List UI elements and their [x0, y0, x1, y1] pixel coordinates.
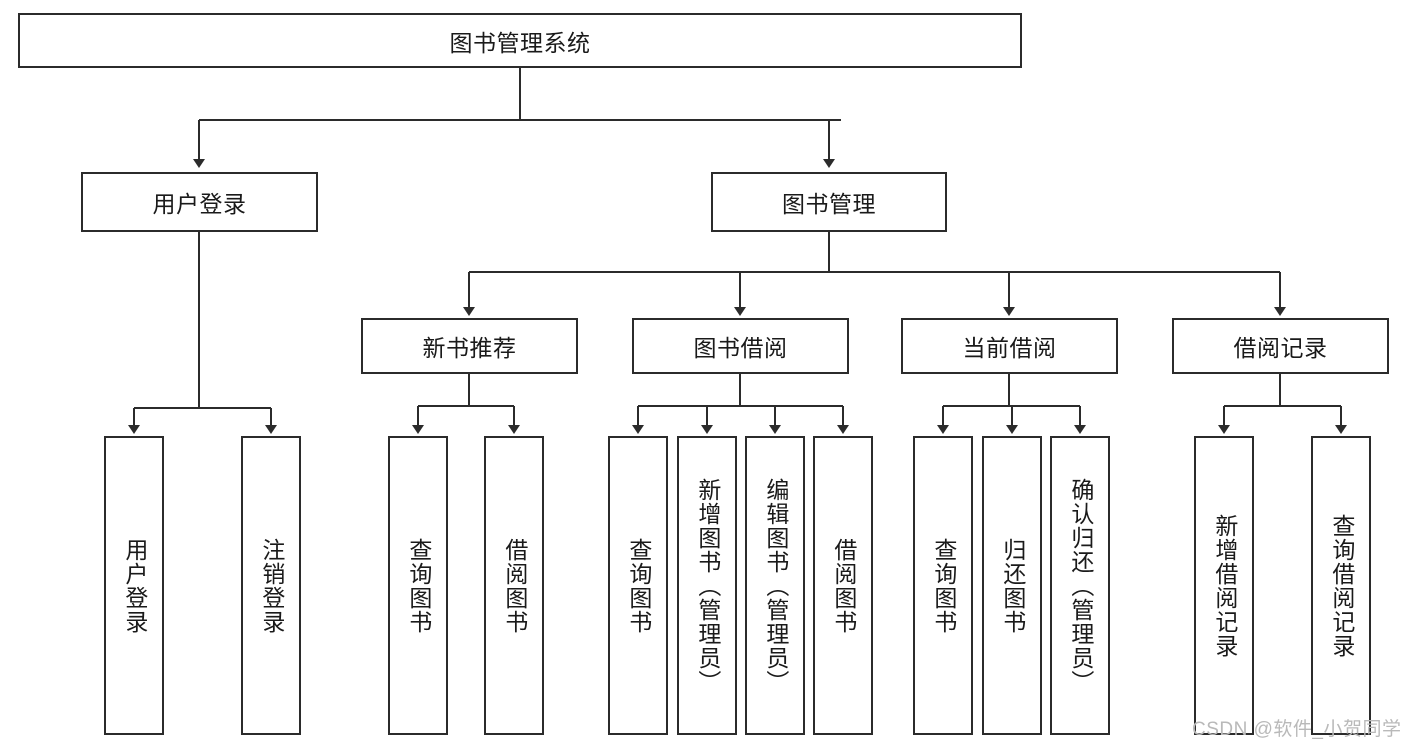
node-leaf-return-book-label: 归还图书 — [999, 537, 1026, 634]
node-new-book-rec[interactable]: 新书推荐 — [361, 318, 578, 374]
node-leaf-user-logout-label: 注销登录 — [258, 537, 285, 634]
node-leaf-borrow-book-label: 借阅图书 — [830, 537, 857, 634]
node-current-borrow[interactable]: 当前借阅 — [901, 318, 1118, 374]
node-leaf-cur-query-book-label: 查询图书 — [930, 537, 957, 634]
node-leaf-user-login[interactable]: 用户登录 — [104, 436, 164, 735]
node-user-login-label: 用户登录 — [152, 191, 247, 217]
node-leaf-cur-query-book[interactable]: 查询图书 — [913, 436, 973, 735]
node-leaf-confirm-return-admin-label: 确认归还（管理员） — [1067, 477, 1094, 694]
node-leaf-borrow-query-book[interactable]: 查询图书 — [608, 436, 668, 735]
node-leaf-rec-query-book[interactable]: 查询图书 — [388, 436, 448, 735]
node-book-manage-label: 图书管理 — [782, 191, 876, 217]
node-root-label: 图书管理系统 — [449, 29, 591, 56]
node-leaf-borrow-query-book-label: 查询图书 — [625, 537, 652, 634]
watermark: CSDN @软件_小贺同学 — [1192, 719, 1402, 740]
node-leaf-edit-book-admin[interactable]: 编辑图书（管理员） — [745, 436, 805, 735]
node-leaf-user-logout[interactable]: 注销登录 — [241, 436, 301, 735]
node-current-borrow-label: 当前借阅 — [962, 335, 1057, 361]
node-user-login[interactable]: 用户登录 — [81, 172, 318, 232]
node-leaf-edit-book-admin-label: 编辑图书（管理员） — [762, 477, 789, 694]
node-leaf-add-borrow-record-label: 新增借阅记录 — [1211, 513, 1238, 658]
node-leaf-add-book-admin[interactable]: 新增图书（管理员） — [677, 436, 737, 735]
node-leaf-borrow-book[interactable]: 借阅图书 — [813, 436, 873, 735]
node-leaf-rec-borrow-book-label: 借阅图书 — [501, 537, 528, 634]
node-leaf-rec-borrow-book[interactable]: 借阅图书 — [484, 436, 544, 735]
node-book-borrow[interactable]: 图书借阅 — [632, 318, 849, 374]
node-leaf-query-borrow-record-label: 查询借阅记录 — [1328, 513, 1355, 658]
node-root[interactable]: 图书管理系统 — [18, 13, 1022, 68]
node-leaf-add-borrow-record[interactable]: 新增借阅记录 — [1194, 436, 1254, 735]
node-leaf-return-book[interactable]: 归还图书 — [982, 436, 1042, 735]
node-leaf-user-login-label: 用户登录 — [121, 537, 148, 634]
node-borrow-record[interactable]: 借阅记录 — [1172, 318, 1389, 374]
node-leaf-confirm-return-admin[interactable]: 确认归还（管理员） — [1050, 436, 1110, 735]
node-new-book-rec-label: 新书推荐 — [422, 335, 517, 361]
node-borrow-record-label: 借阅记录 — [1233, 335, 1328, 361]
node-leaf-add-book-admin-label: 新增图书（管理员） — [694, 477, 721, 694]
node-leaf-rec-query-book-label: 查询图书 — [405, 537, 432, 634]
node-book-manage[interactable]: 图书管理 — [711, 172, 947, 232]
node-book-borrow-label: 图书借阅 — [693, 335, 788, 361]
node-leaf-query-borrow-record[interactable]: 查询借阅记录 — [1311, 436, 1371, 735]
